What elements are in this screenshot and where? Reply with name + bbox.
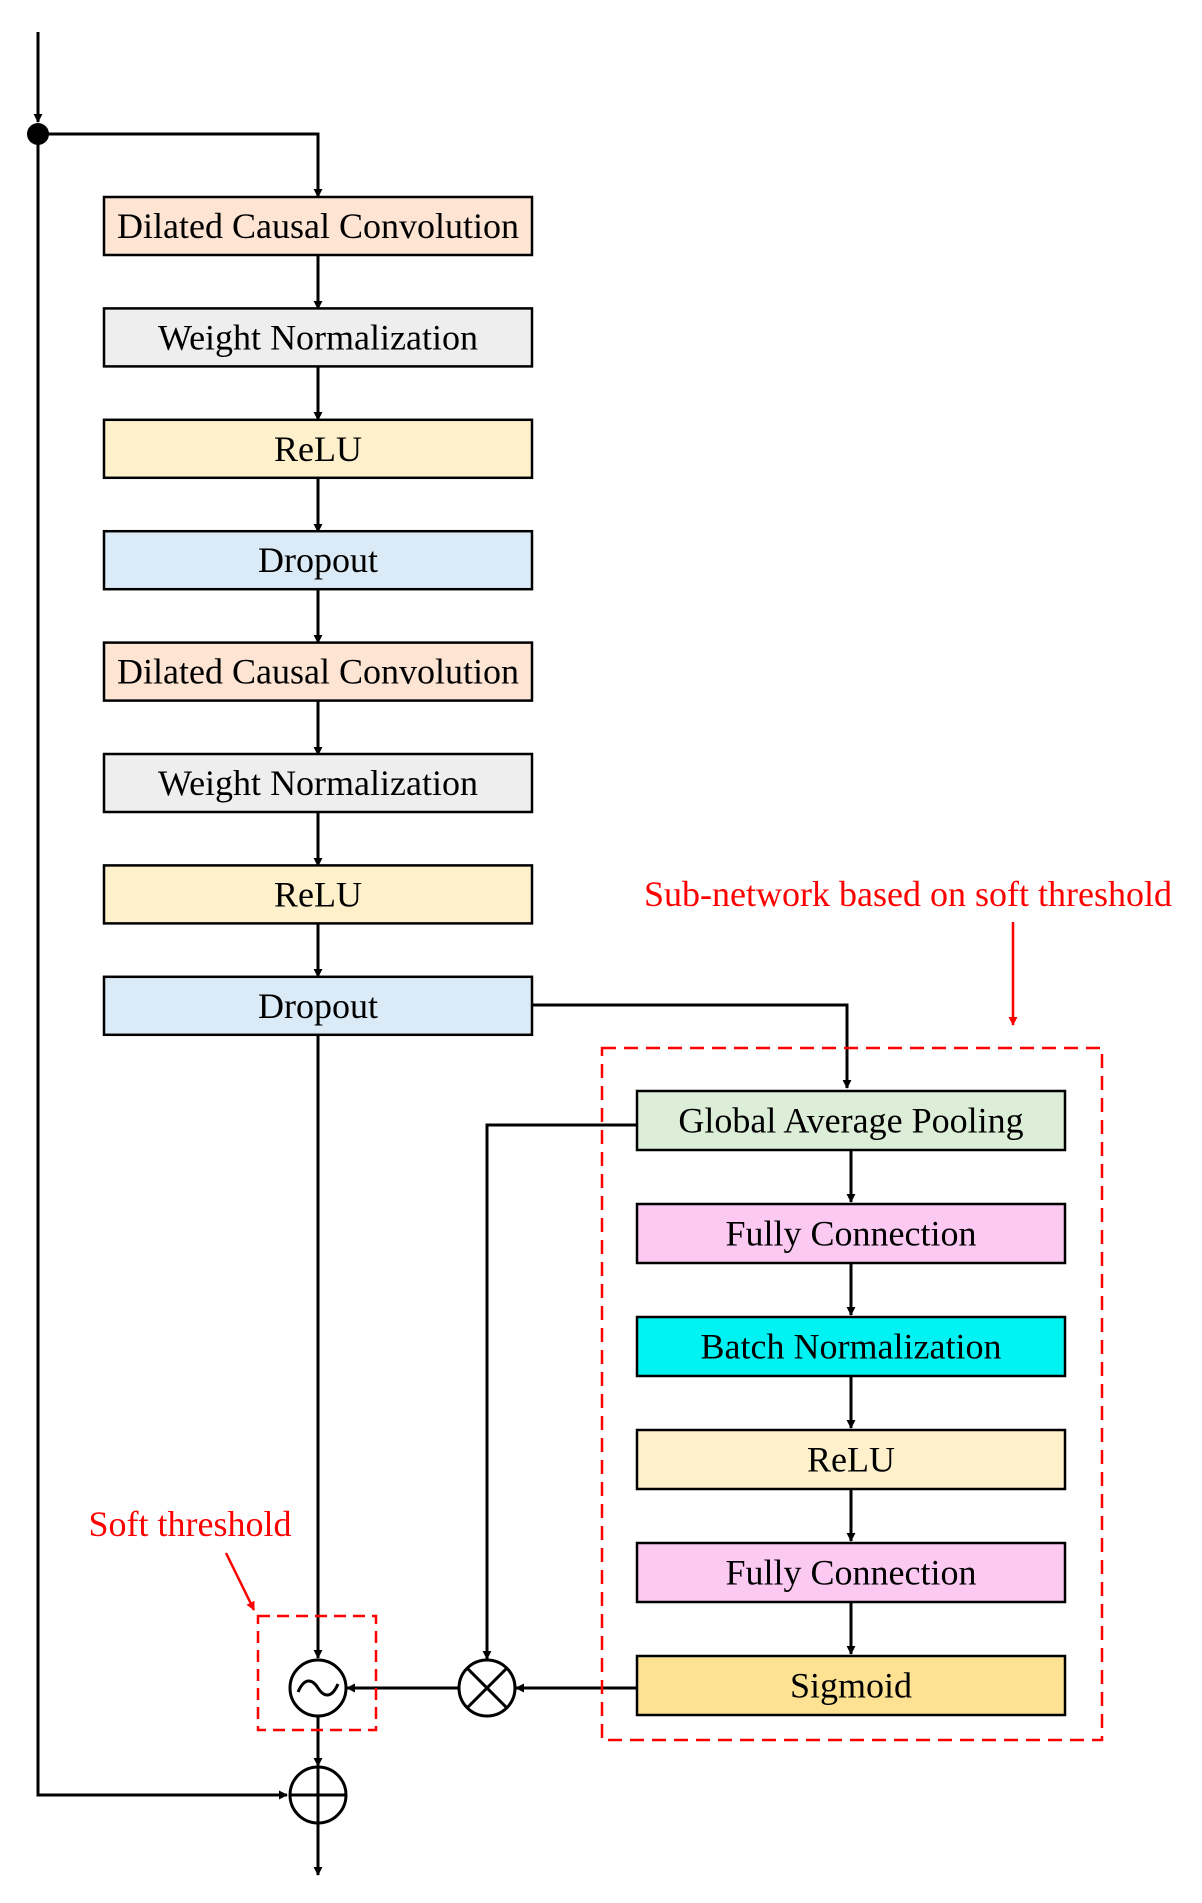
dilated-causal-convolution-block: Dilated Causal Convolution [102,195,534,257]
relu-box [102,418,534,480]
batch-normalization-label: Batch Normalization [701,1327,1002,1367]
residual-skip-path [36,134,288,1800]
relu-label: ReLU [807,1440,895,1480]
gap-to-multiply [482,1123,637,1660]
relu-block: ReLU [635,1428,1067,1491]
fully-connection-box [635,1541,1067,1604]
sigmoid-block: Sigmoid [635,1654,1067,1717]
connectors [33,32,856,1876]
dilated-causal-convolution-label: Dilated Causal Convolution [117,652,519,692]
subnet-dashed-border [600,1046,1104,1742]
weight-normalization-box [102,307,534,368]
dropout-box [102,529,534,591]
dropout-to-gap [529,1003,852,1089]
batch-normalization-box [635,1315,1067,1378]
dropout-block: Dropout [102,975,534,1037]
fully-connection-block: Fully Connection [635,1541,1067,1604]
dilated-causal-convolution-box [102,195,534,257]
circled-tilde-icon [288,1658,348,1718]
fully-connection-block: Fully Connection [635,1202,1067,1265]
dilated-causal-convolution-label: Dilated Causal Convolution [117,206,519,246]
global-average-pooling-label: Global Average Pooling [678,1101,1023,1141]
fully-connection-label: Fully Connection [726,1214,977,1254]
dropout-box [102,975,534,1037]
global-average-pooling-box [635,1089,1067,1152]
dropout-label: Dropout [258,986,378,1026]
relu-label: ReLU [274,874,362,914]
subnet-annotation: Sub-network based on soft threshold [644,874,1172,914]
relu-label: ReLU [274,429,362,469]
weight-normalization-block: Weight Normalization [102,307,534,368]
fully-connection-label: Fully Connection [726,1553,977,1593]
dropout-label: Dropout [258,540,378,580]
weight-normalization-label: Weight Normalization [158,317,478,357]
batch-normalization-block: Batch Normalization [635,1315,1067,1378]
sigmoid-box [635,1654,1067,1717]
soft-threshold-dashed-border [256,1614,378,1732]
global-average-pooling-block: Global Average Pooling [635,1089,1067,1152]
branch-to-conv [38,132,323,198]
junction-dot [27,123,49,145]
sigmoid-label: Sigmoid [790,1666,912,1706]
dropout-block: Dropout [102,529,534,591]
weight-normalization-label: Weight Normalization [158,763,478,803]
soft-threshold-annotation: Soft threshold [89,1504,292,1544]
weight-normalization-block: Weight Normalization [102,752,534,814]
relu-block: ReLU [102,418,534,480]
circled-times-icon [457,1658,517,1718]
weight-normalization-box [102,752,534,814]
relu-box [635,1428,1067,1491]
dilated-causal-convolution-block: Dilated Causal Convolution [102,641,534,702]
circled-plus-icon [288,1765,348,1825]
fully-connection-box [635,1202,1067,1265]
relu-box [102,864,534,925]
relu-block: ReLU [102,864,534,925]
soft-threshold-annotation-arrow [224,1552,256,1611]
dilated-causal-convolution-box [102,641,534,702]
